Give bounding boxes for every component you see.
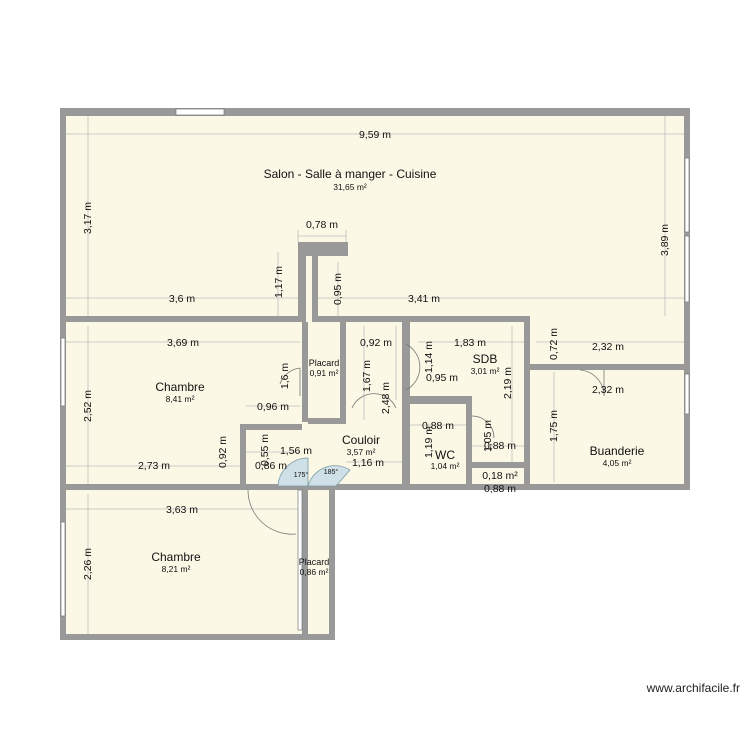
dim-label: 2,19 m [502, 367, 514, 399]
dim-label: 1,16 m [352, 457, 384, 469]
dim-label: 2,52 m [82, 390, 94, 422]
room-area-chambre-2: 8,21 m² [162, 564, 191, 574]
dim-label: 3,63 m [166, 504, 198, 516]
windows [60, 108, 690, 631]
dim-label: 9,59 m [359, 129, 391, 141]
dim-label: 0,18 m² [482, 470, 518, 482]
dim-label: 3,89 m [659, 224, 671, 256]
room-name-placard-2: Placard [299, 557, 330, 567]
room-name-buanderie: Buanderie [590, 444, 645, 458]
room-area-wc: 1,04 m² [431, 461, 460, 471]
room-area-chambre-1: 8,41 m² [166, 394, 195, 404]
dim-label: 0,55 m [259, 434, 271, 466]
floors [60, 108, 690, 640]
dim-label: 1,67 m [361, 360, 373, 392]
door-angle-label: 185° [324, 468, 339, 476]
dim-label: 3,17 m [82, 202, 94, 234]
room-name-couloir: Couloir [342, 433, 380, 447]
dim-label: 2,26 m [82, 548, 94, 580]
room-area-placard-2: 0,86 m² [300, 567, 329, 577]
room-area-salon: 31,65 m² [333, 182, 367, 192]
room-area-couloir: 3,57 m² [347, 447, 376, 457]
dim-label: 0,88 m [422, 420, 454, 432]
room-labels: Salon - Salle à manger - Cuisine 31,65 m… [151, 167, 644, 577]
room-name-placard-1: Placard [309, 358, 340, 368]
dim-label: 1,75 m [548, 410, 560, 442]
door-angle-label: 175° [294, 471, 309, 479]
room-area-buanderie: 4,05 m² [603, 458, 632, 468]
dim-label: 0,95 m [426, 372, 458, 384]
dim-label: 3,41 m [408, 293, 440, 305]
room-area-sdb: 3,01 m² [471, 366, 500, 376]
dim-label: 0,92 m [217, 436, 229, 468]
dim-label: 2,48 m [380, 382, 392, 414]
dim-label: 2,32 m [592, 384, 624, 396]
doors [247, 343, 605, 535]
dim-label: 0,86 m [255, 460, 287, 472]
dim-label: 0,95 m [332, 273, 344, 305]
dim-label: 0,72 m [548, 328, 560, 360]
dim-label: 1,83 m [454, 337, 486, 349]
door-angles: 175° 185° [294, 468, 339, 479]
dim-label: 1,17 m [273, 266, 285, 298]
dim-label: 0,88 m [484, 440, 516, 452]
dimension-labels: 9,59 m 3,17 m 3,89 m 0,78 m 1,17 m 0,95 … [82, 129, 671, 580]
dim-label: 0,78 m [306, 219, 338, 231]
dim-label: 1,05 m [482, 420, 494, 452]
room-name-salon: Salon - Salle à manger - Cuisine [264, 167, 437, 181]
room-name-chambre-1: Chambre [155, 380, 205, 394]
room-area-placard-1: 0,91 m² [310, 368, 339, 378]
dim-label: 0,88 m [484, 483, 516, 495]
dim-label: 3,6 m [169, 293, 196, 305]
dim-label: 2,32 m [592, 341, 624, 353]
room-name-wc: WC [435, 448, 455, 462]
dim-label: 3,69 m [167, 337, 199, 349]
room-name-sdb: SDB [473, 352, 498, 366]
footer-watermark: www.archifacile.fr [646, 681, 740, 695]
dim-label: 1,6 m [279, 363, 291, 390]
dim-label: 2,73 m [138, 460, 170, 472]
dim-label: 0,92 m [360, 337, 392, 349]
dim-label: 1,19 m [423, 426, 435, 458]
dim-label: 1,14 m [423, 341, 435, 373]
dim-label: 0,96 m [257, 401, 289, 413]
dim-label: 1,56 m [280, 445, 312, 457]
room-name-chambre-2: Chambre [151, 550, 201, 564]
